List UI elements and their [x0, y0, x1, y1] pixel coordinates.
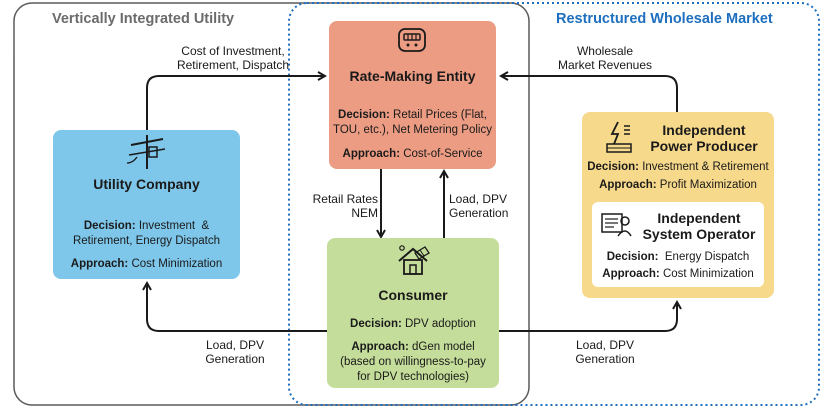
power-pole-icon: [126, 135, 166, 169]
utility-company-box: Utility Company Decision: Investment & R…: [53, 130, 240, 279]
arrow-cost-to-rate: [146, 76, 324, 130]
restructured-market-label: Restructured Wholesale Market: [556, 11, 773, 27]
consumer-decision: Decision: DPV adoption: [350, 318, 476, 330]
rate-making-decision-cont: TOU, etc.), Net Metering Policy: [333, 124, 492, 136]
edge-label-cost: Cost of Investment, Retirement, Dispatch: [176, 44, 290, 72]
operator-icon: [601, 213, 632, 237]
rate-making-entity-box: Rate-Making Entity Decision: Retail Pric…: [329, 21, 496, 169]
rate-making-title: Rate-Making Entity: [349, 68, 476, 84]
ipp-decision: Decision: Investment & Retirement: [587, 161, 769, 173]
iso-approach: Approach: Cost Minimization: [602, 268, 754, 280]
iso-title: Independent System Operator: [642, 210, 756, 242]
ipp-title: Independent Power Producer: [650, 122, 758, 154]
vertically-integrated-label: Vertically Integrated Utility: [52, 11, 235, 27]
arrow-load-to-ipp: [499, 303, 677, 332]
consumer-approach-cont2: for DPV technologies): [357, 371, 469, 383]
iso-decision: Decision: Energy Dispatch: [606, 251, 750, 263]
restructured-market-region: [288, 2, 820, 406]
utility-title: Utility Company: [93, 176, 200, 192]
independent-system-operator-box: Independent System Operator Decision: En…: [592, 202, 764, 287]
rate-making-decision: Decision: Retail Prices (Flat,: [338, 109, 487, 121]
meter-icon: [398, 28, 426, 52]
edge-label-load-left: Load, DPV Generation: [205, 338, 265, 366]
edge-label-load-right: Load, DPV Generation: [575, 338, 635, 366]
power-plant-icon: [606, 121, 632, 153]
rate-making-approach: Approach: Cost-of-Service: [342, 148, 483, 160]
consumer-approach-cont1: (based on willingness-to-pay: [340, 356, 486, 368]
consumer-title: Consumer: [378, 287, 448, 303]
consumer-approach: Approach: dGen model: [351, 341, 475, 353]
utility-decision-cont: Retirement, Energy Dispatch: [72, 235, 220, 247]
utility-decision: Decision: Investment &: [83, 220, 210, 232]
arrow-wholesale-to-rate: [502, 76, 678, 112]
consumer-box: Consumer Decision: DPV adoption Approach…: [327, 238, 499, 388]
vertically-integrated-region: [13, 2, 530, 406]
utility-approach: Approach: Cost Minimization: [70, 258, 223, 270]
ipp-approach: Approach: Profit Maximization: [599, 179, 757, 191]
house-solar-icon: [398, 245, 430, 275]
edge-label-load-up: Load, DPV Generation: [449, 192, 509, 220]
edge-label-wholesale: Wholesale Market Revenues: [557, 44, 653, 72]
arrow-load-to-utility: [147, 284, 327, 332]
edge-label-retail-rates: Retail Rates NEM: [312, 192, 378, 220]
